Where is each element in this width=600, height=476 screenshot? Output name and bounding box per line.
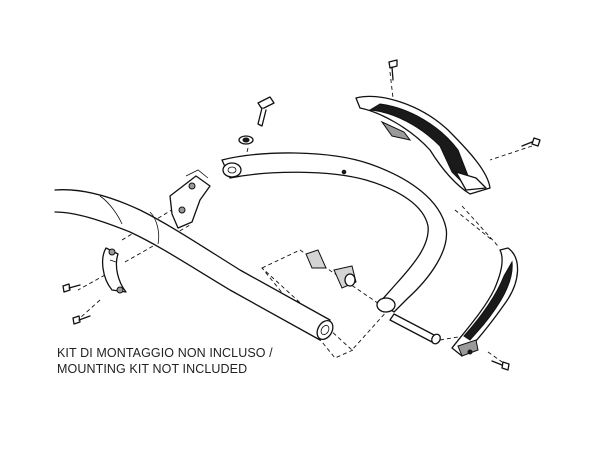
screw-left-lower — [72, 315, 91, 325]
screw-bottom-right — [491, 360, 510, 371]
lower-hand-shield — [451, 247, 519, 357]
caption-line-english: MOUNTING KIT NOT INCLUDED — [57, 362, 248, 376]
handlebar-tube — [54, 189, 334, 341]
long-pin — [389, 313, 441, 345]
screw-right — [521, 137, 541, 147]
bolt-top-center — [257, 96, 275, 127]
screw-top-right — [388, 59, 398, 81]
screw-left-upper — [62, 283, 81, 293]
bar-clamp — [101, 247, 127, 294]
cone-spacer — [333, 265, 357, 289]
mounting-kit-note: KIT DI MONTAGGIO NON INCLUSO / MOUNTING … — [57, 345, 273, 377]
wedge-spacer — [305, 249, 327, 269]
guard-arm — [221, 152, 448, 313]
washer — [238, 135, 254, 145]
mounting-bracket — [169, 169, 211, 229]
upper-hand-shield — [355, 95, 491, 195]
caption-line-italian: KIT DI MONTAGGIO NON INCLUSO / — [57, 346, 273, 360]
